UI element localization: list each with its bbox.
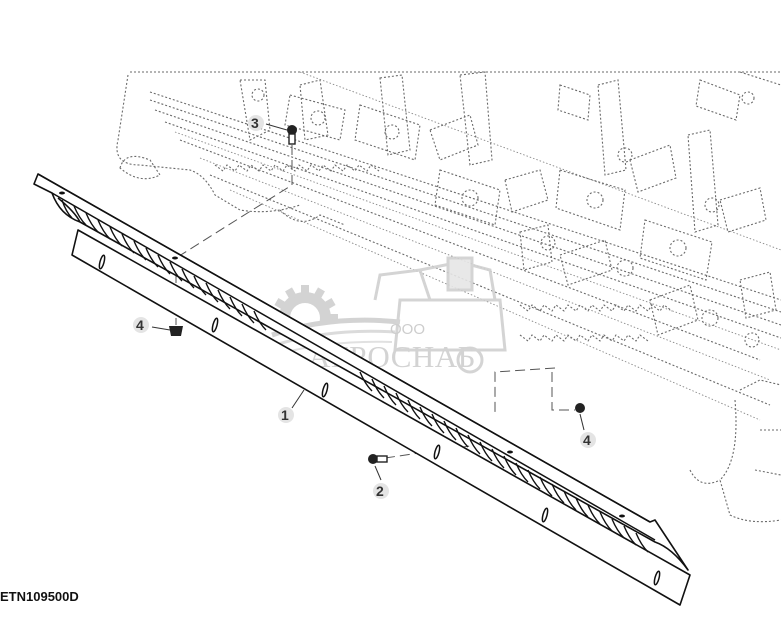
callout-1: 1 — [278, 407, 294, 423]
tine-bracket — [519, 224, 634, 286]
strip-hatching — [61, 199, 649, 553]
tine-bracket — [649, 271, 777, 348]
leader-lines — [151, 123, 585, 481]
bolt — [368, 454, 388, 464]
watermark-prefix: ООО — [390, 321, 425, 338]
tine-bracket — [639, 129, 767, 281]
nut-left — [169, 326, 183, 336]
svg-text:4: 4 — [136, 317, 144, 333]
callout-4-right: 4 — [580, 432, 596, 448]
tine-bracket — [354, 74, 479, 161]
callout-2: 2 — [373, 483, 389, 499]
tine-bracket — [557, 71, 781, 121]
scraper-strip — [33, 173, 691, 606]
figure-code: ETN109500D — [0, 589, 79, 604]
harvester-icon — [373, 256, 507, 374]
bolt-top — [287, 125, 297, 145]
watermark-logo: ООО АГРОСНАБ — [271, 256, 507, 374]
svg-text:1: 1 — [281, 407, 289, 423]
svg-text:3: 3 — [251, 115, 259, 131]
tine-bracket — [434, 71, 549, 226]
tine-bracket — [555, 79, 677, 231]
svg-text:4: 4 — [583, 432, 591, 448]
svg-text:2: 2 — [376, 483, 384, 499]
callout-3: 3 — [248, 115, 264, 131]
nut-right — [575, 403, 585, 413]
background-assembly — [116, 71, 781, 523]
tine-bracket — [239, 79, 346, 141]
callout-4-left: 4 — [133, 317, 149, 333]
